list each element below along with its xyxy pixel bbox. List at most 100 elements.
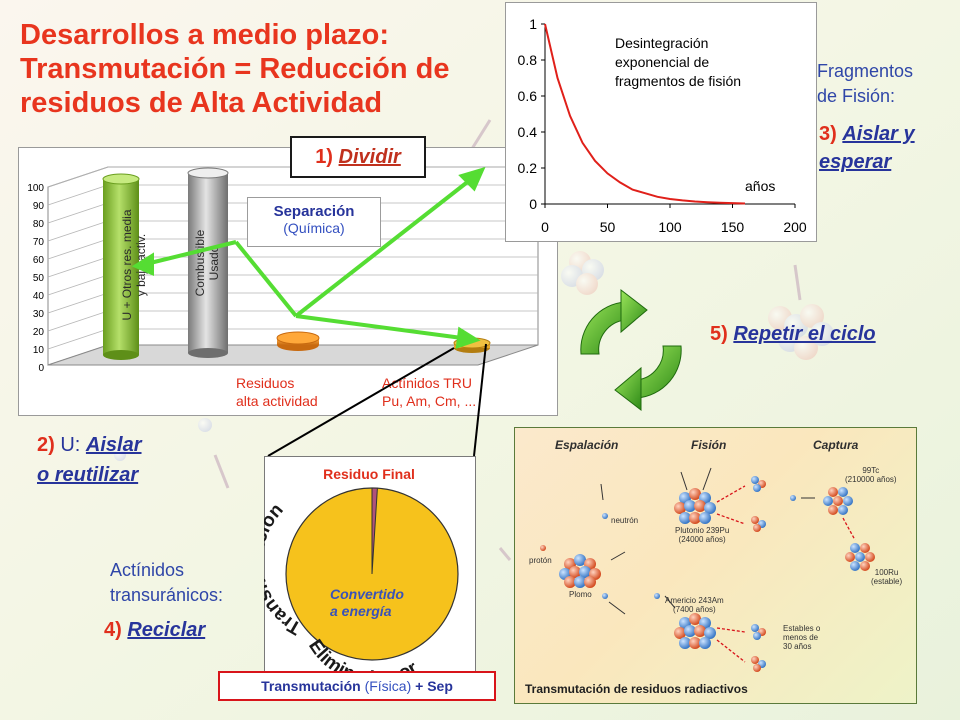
tc-nucleus (823, 487, 853, 515)
illustration-americium: Americio 243Am (7400 años) (665, 596, 724, 614)
y-tick: 30 (32, 309, 44, 320)
decay-x-tick: 200 (783, 219, 807, 235)
y-tick: 60 (32, 255, 44, 266)
y-tick: 100 (27, 183, 44, 194)
illustration-ru: 100Ru (estable) (871, 568, 902, 586)
plutonium-line2: (24000 años) (678, 535, 726, 544)
separation-box: Separación (Química) (247, 197, 381, 247)
stable-line3: 30 años (783, 642, 812, 651)
y-tick: 0 (38, 363, 44, 374)
decay-y-tick: 0.8 (518, 52, 538, 68)
illustration-proton: protón (529, 556, 552, 565)
actinidos-label-line2: Pu, Am, Cm, ... (382, 393, 477, 409)
decay-annotation-line1: Desintegración (615, 35, 708, 51)
step-1-dividir: 1) Dividir (290, 136, 426, 178)
step-5-number: 5) (710, 323, 728, 345)
decay-x-tick: 0 (541, 219, 549, 235)
step-4-link[interactable]: Reciclar (127, 619, 206, 641)
caption-light: (Física) (364, 678, 412, 694)
stable-line2: menos de (783, 633, 819, 642)
separation-subtitle: (Química) (283, 220, 345, 236)
title-line-3: residuos de Alta Actividad (20, 87, 383, 119)
illustration-drawing (540, 467, 875, 672)
illustration-lead: Plomo (569, 590, 592, 599)
fragments-line1: Fragmentos (817, 61, 914, 81)
decay-xlabel: años (745, 178, 775, 194)
fragments-label: Fragmentos de Fisión: (817, 59, 913, 109)
plutonium-nucleus (674, 488, 716, 524)
plutonium-line1: Plutonio 239Pu (675, 526, 730, 535)
actinides-label: Actínidos transuránicos: (110, 558, 223, 608)
step-3-link-line2[interactable]: esperar (819, 151, 892, 173)
decay-y-tick: 0.4 (518, 124, 538, 140)
step-3-number: 3) (819, 123, 837, 145)
pie-chart: Transmutación Eliminado por (264, 487, 459, 688)
step-2-number: 2) (37, 434, 55, 456)
decay-tick-marks (541, 23, 796, 208)
y-tick: 40 (32, 291, 44, 302)
pie-center-line2: a energía (330, 603, 392, 619)
pie-center-line1: Convertido (330, 586, 404, 602)
decay-y-tick: 0.6 (518, 88, 538, 104)
decay-y-tick: 0 (529, 196, 537, 212)
actinides-line1: Actínidos (110, 560, 185, 580)
illustration-col-espalacion: Espalación (555, 438, 619, 452)
pie-center-label: Convertido a energía (330, 586, 404, 620)
step-2-link-line1[interactable]: Aislar (85, 434, 142, 456)
bar-u-otros (102, 173, 140, 360)
transmutation-caption: Transmutación (Física) + Sep (218, 671, 496, 701)
decay-curve (544, 23, 746, 205)
ru-line1: 100Ru (874, 568, 899, 577)
faint-nucleus-cluster (114, 251, 834, 461)
step-5-repetir: 5) Repetir el ciclo (710, 323, 876, 346)
caption-bold1: Transmutación (261, 678, 361, 694)
illustration-neutron: neutrón (611, 516, 639, 525)
caption-bold2: + Sep (415, 678, 453, 694)
fragments-line2: de Fisión: (817, 86, 896, 106)
illustration-stable: Estables o menos de 30 años (783, 624, 820, 651)
decay-x-tick: 150 (721, 219, 745, 235)
separation-title: Separación (273, 203, 355, 220)
step-1-link[interactable]: Dividir (338, 146, 401, 168)
ru-nucleus (845, 543, 875, 571)
americium-line1: Americio 243Am (665, 596, 724, 605)
residuos-label: Residuos alta actividad (236, 374, 318, 410)
step-2-link-line2[interactable]: o reutilizar (37, 464, 139, 486)
y-tick: 80 (32, 219, 44, 230)
y-tick: 20 (32, 327, 44, 338)
step-5-link[interactable]: Repetir el ciclo (733, 323, 876, 345)
page-title: Desarrollos a medio plazo: Transmutación… (20, 18, 510, 120)
transmutation-illustration: Espalación Fisión Captura neutrón protón… (514, 427, 917, 704)
americium-line2: (7400 años) (672, 605, 716, 614)
fragment-nuclei (751, 476, 766, 672)
step-3-link-line1[interactable]: Aislar y (842, 123, 915, 145)
illustration-tc: 99Tc (210000 años) (845, 466, 897, 484)
recycle-icon (580, 288, 682, 412)
illustration-col-captura: Captura (813, 438, 859, 452)
title-line-1: Desarrollos a medio plazo: (20, 19, 390, 51)
decay-y-tick: 1 (529, 16, 537, 32)
reaction-arrows (600, 467, 815, 615)
step-2-u-label: U: (60, 434, 81, 456)
step-1-number: 1) (315, 146, 333, 168)
actinidos-label: Actínidos TRU Pu, Am, Cm, ... (382, 374, 476, 410)
y-tick: 90 (32, 201, 44, 212)
illustration-col-fision: Fisión (691, 438, 727, 452)
pie-slice-residuo (371, 487, 378, 575)
bar-chart (47, 166, 539, 366)
step-2-uranio: 2) U: Aislar o reutilizar (37, 430, 142, 490)
bar-chart-y-ticks: 100 90 80 70 60 50 40 30 20 10 0 (20, 180, 44, 378)
y-tick: 10 (32, 345, 44, 356)
pie-top-label: Residuo Final (323, 466, 415, 482)
title-line-2: Transmutación = Reducción de (20, 53, 450, 85)
residuos-label-line2: alta actividad (236, 393, 318, 409)
decay-annotation-line2: exponencial de (615, 54, 709, 70)
tc-line2: (210000 años) (845, 475, 897, 484)
decay-x-tick: 100 (658, 219, 682, 235)
decay-chart-panel (505, 2, 817, 242)
decay-y-tick: 0.2 (518, 160, 538, 176)
particles (540, 495, 796, 599)
actinidos-label-line1: Actínidos TRU (382, 375, 472, 391)
disk-residuos-alta-actividad (276, 331, 320, 351)
